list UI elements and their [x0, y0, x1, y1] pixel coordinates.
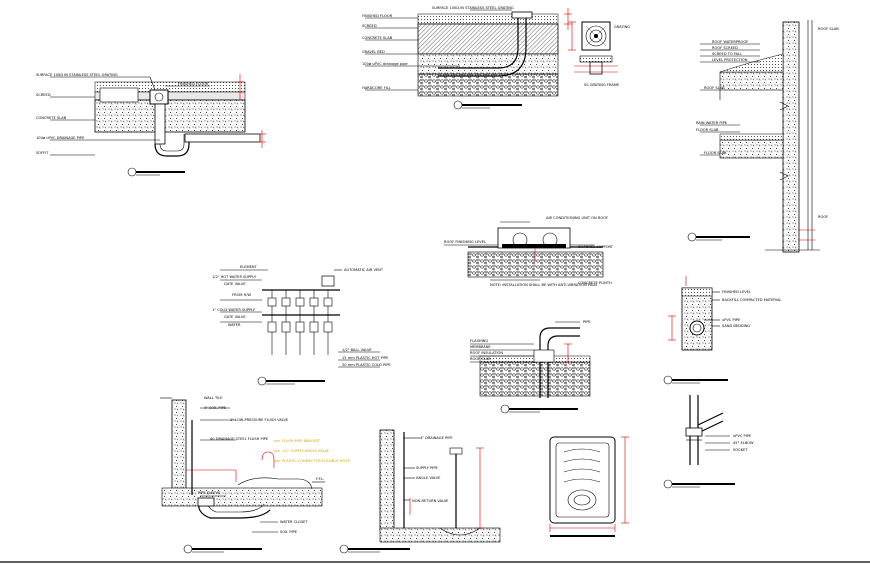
- label-d10-bracket: FLUSH PIPE BRACKET: [282, 439, 321, 443]
- label-d1-grating: SURFACE 100D IN STAINLESS STEEL GRATING: [36, 73, 118, 77]
- label-d7-membrane: MEMBRANE: [470, 345, 491, 349]
- label-d10-sleeve: PIPE SLEEVE: [198, 491, 221, 495]
- label-d7-insulation: ROOF INSULATION: [470, 351, 503, 355]
- detail-marker: [500, 404, 510, 414]
- label-d8-sand: SAND BEDDING: [722, 324, 750, 328]
- label-d1-screed: SCREED: [36, 93, 51, 97]
- label-d4-screed: ROOF SCREED: [712, 46, 738, 50]
- label-d2-screed: SCREED: [362, 24, 377, 28]
- label-d10-soil: SOIL PIPE: [280, 530, 298, 534]
- label-d2-hardcore: HARDCORE FILL: [362, 86, 391, 90]
- detail-marker: [257, 376, 267, 386]
- label-d2-finished-floor: FINISHED FLOOR: [362, 14, 393, 18]
- label-d5-water: WATER: [228, 323, 241, 327]
- label-d8-pipe: uPVC PIPE: [722, 318, 741, 322]
- detail-floor-trap: SURFACE 100D IN STAINLESS STEEL GRATING …: [36, 73, 266, 177]
- label-d11-angle-valve: ANGLE VALVE: [416, 476, 441, 480]
- label-d6-note: NOTE: INSTALLATION SHALL BE WITH ANTI-VI…: [490, 283, 598, 287]
- detail-marker: [663, 479, 673, 489]
- label-d8-backfill: BACKFILL COMPACTED MATERIAL: [722, 298, 781, 302]
- label-d9-elbow: 45° ELBOW: [733, 441, 754, 445]
- detail-squat-pan: [549, 436, 629, 537]
- label-d9-socket: SOCKET: [733, 448, 748, 452]
- detail-floor-drain-section: SURFACE 100D IN STAINLESS STEEL GRATING …: [362, 6, 572, 110]
- label-d4-roof-slab-2: ROOF SLAB: [704, 86, 725, 90]
- label-d8-finished-level: FINISHED LEVEL: [722, 290, 751, 294]
- detail-pipe-trench: FINISHED LEVEL BACKFILL COMPACTED MATERI…: [663, 276, 781, 385]
- label-d11-drain-pipe: 4" DRAINAGE PIPE: [420, 436, 453, 440]
- label-d7-pipe: PIPE: [583, 320, 591, 324]
- label-d4-floor-slab: FLOOR SLAB: [696, 128, 719, 132]
- label-d5-hot-supply: 1/2" HOT WATER SUPPLY: [212, 275, 257, 279]
- label-d5-gate-valve: GATE VALVE: [224, 282, 246, 286]
- label-d1-slab: CONCRETE SLAB: [36, 116, 67, 120]
- detail-roof-equipment: AIR CONDITIONING UNIT ON ROOF ROOF FINIS…: [444, 216, 614, 287]
- detail-pipe-through-roof: PIPE FLASHING MEMBRANE ROOF INSULATION R…: [470, 320, 591, 414]
- detail-water-manifold: ELEMENT 1/2" HOT WATER SUPPLY GATE VALVE…: [212, 265, 391, 386]
- label-d10-angle-valve: 1/2" SUPPLY ANGLE VALVE: [282, 449, 330, 453]
- label-d6-ac-unit: AIR CONDITIONING UNIT ON ROOF: [546, 216, 608, 220]
- detail-wc-connection: WALL TILE 4" SOIL PIPE 1" LOW-PRESSURE F…: [160, 396, 351, 554]
- detail-marker: [687, 232, 697, 242]
- detail-marker: [339, 544, 349, 554]
- label-d11-supply: SUPPLY PIPE: [416, 466, 439, 470]
- label-d3-grating: GRATING: [614, 25, 630, 29]
- label-d9-pipe: uPVC PIPE: [733, 434, 752, 438]
- detail-pipe-joint: uPVC PIPE 45° ELBOW SOCKET: [663, 395, 754, 489]
- label-d2-pipe: 100ø uPVC drainage pipe: [362, 62, 408, 66]
- detail-marker: [663, 375, 673, 385]
- detail-grating-plan: GRATING SS GRATING FRAME: [568, 21, 630, 87]
- label-d4-roof: ROOF: [818, 215, 828, 219]
- label-d5-air-vent: AUTOMATIC AIR VENT: [344, 268, 384, 272]
- label-d2-grating: SURFACE 100D IN STAINLESS STEEL GRATING: [432, 6, 514, 10]
- label-d1-soffit: SOFFIT: [36, 151, 49, 155]
- label-d5-hot-pipe: 15 mm PLASTIC HOT PIPE: [342, 356, 389, 360]
- label-d2-slab: CONCRETE SLAB: [362, 36, 393, 40]
- label-d11-nrv: NON-RETURN VALVE: [412, 499, 449, 503]
- label-d6-plinth: CONCRETE PLINTH: [578, 281, 612, 285]
- label-d2-gravel: GRAVEL BED: [362, 50, 385, 54]
- label-d5-element: ELEMENT: [240, 265, 258, 269]
- detail-marker: [453, 100, 463, 110]
- label-d10-wc: WATER CLOSET: [280, 520, 308, 524]
- detail-sink-connection: 4" DRAINAGE PIPE SUPPLY PIPE ANGLE VALVE…: [339, 429, 501, 554]
- label-d10-soil-pipe: 4" SOIL PIPE: [204, 406, 227, 410]
- label-d7-flashing: FLASHING: [470, 339, 488, 343]
- label-d4-floor-slab-2: FLOOR SLAB: [704, 151, 727, 155]
- detail-marker: [183, 544, 193, 554]
- label-d4-waterproof: ROOF WATERPROOF: [712, 40, 748, 44]
- label-d10-hose: PLASTIC CONNECTOR FLEXIBLE HOSE: [282, 459, 351, 463]
- label-d4-protection: LEVEL PROTECTION: [712, 58, 748, 62]
- label-d5-gate-valve-2: GATE VALVE: [224, 315, 246, 319]
- label-d7-roof-slab: ROOF SLAB: [470, 357, 491, 361]
- label-d1-finished-floor: FINISHED FLOOR: [178, 82, 209, 86]
- label-d5-from-hw: FROM H/W: [232, 293, 252, 297]
- label-d10-flush-valve: 1" LOW-PRESSURE FLUSH VALVE: [230, 418, 289, 422]
- label-d6-channel: CHANNEL SUPPORT: [578, 245, 614, 249]
- label-d4-rwp: RAIN WATER PIPE: [696, 121, 728, 125]
- label-d10-flush-pipe: 40 DRAINAGE STEEL FLUSH PIPE: [210, 437, 269, 441]
- label-d5-cold-supply: 1" COLD WATER SUPPLY: [212, 308, 256, 312]
- label-d10-wall-tile: WALL TILE: [204, 396, 223, 400]
- label-d6-roof-level: ROOF FINISHING LEVEL: [444, 240, 486, 244]
- label-d3-frame: SS GRATING FRAME: [584, 83, 620, 87]
- label-d4-roof-slab: ROOF SLAB: [818, 27, 839, 31]
- label-d10-ffl: F.F.L.: [316, 477, 324, 481]
- label-d5-cold-pipe: 20 mm PLASTIC COLD PIPE: [342, 363, 391, 367]
- detail-wall-section: ROOF SLAB ROOF WATERPROOF ROOF SCREED SC…: [687, 20, 839, 253]
- label-d1-pipe: 100ø uPVC DRAINAGE PIPE: [36, 136, 85, 140]
- detail-marker: [127, 167, 137, 177]
- label-d5-ball-valve: 1/2" BALL VALVE: [342, 348, 372, 352]
- label-d4-screed-fall: SCREED TO FALL: [712, 52, 742, 56]
